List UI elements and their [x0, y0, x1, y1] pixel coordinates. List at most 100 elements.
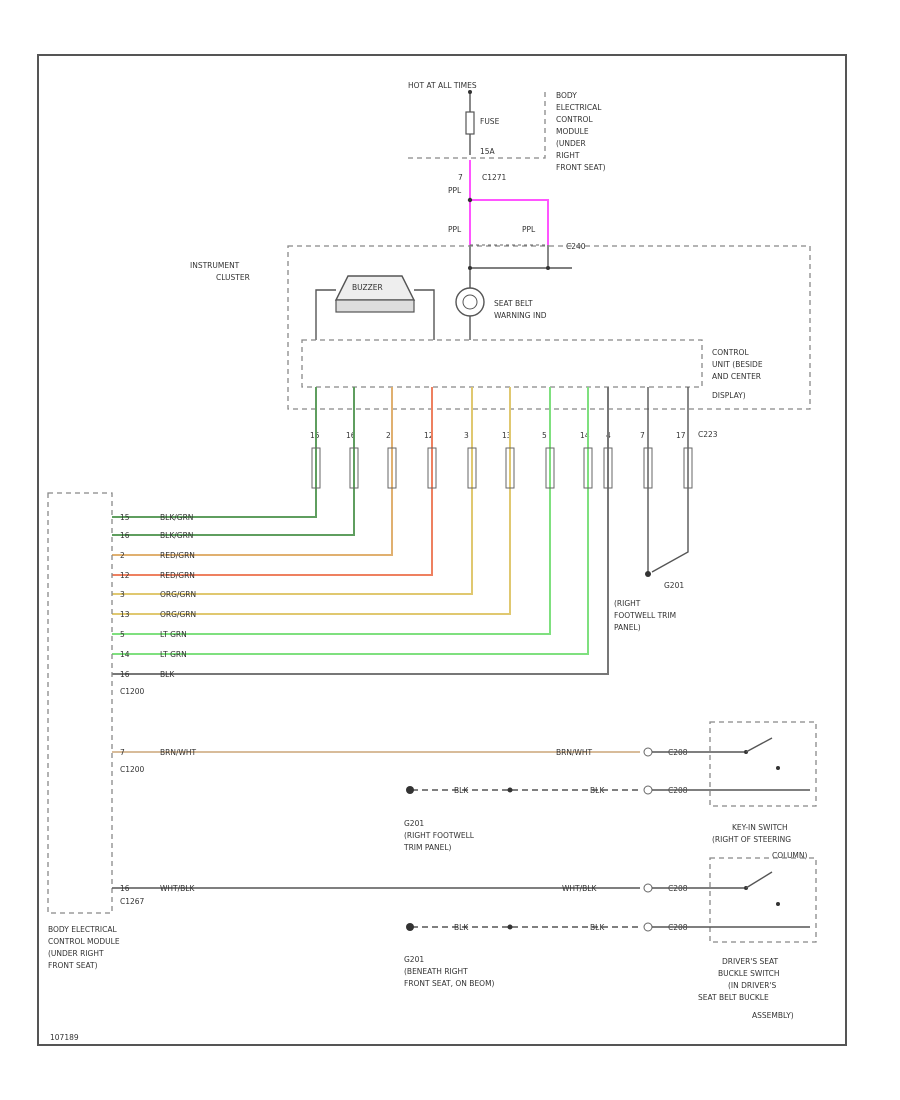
bcm-bottom-2: CONTROL MODULE: [48, 937, 120, 946]
key-pin: 7: [120, 748, 125, 757]
control-unit-box: [301, 339, 703, 388]
buckle-title-3: (IN DRIVER'S: [728, 981, 776, 990]
key-title-3: COLUMN): [772, 851, 808, 860]
c240-label: C240: [566, 242, 586, 251]
instrument-cluster: INSTRUMENT CLUSTER BUZZER SEAT BELT WARN…: [190, 245, 811, 439]
pin-5: 5: [542, 431, 547, 440]
c1271-label: C1271: [482, 173, 507, 182]
footer-code: 107189: [50, 1033, 79, 1042]
svg-text:RIGHT: RIGHT: [556, 151, 580, 160]
cluster-label-1: INSTRUMENT: [190, 261, 240, 270]
key-gnd: G201: [404, 819, 424, 828]
buckle-wire-label-far: WHT/BLK: [562, 884, 597, 893]
diagram-frame: [37, 54, 847, 1046]
wire-2: [112, 387, 355, 536]
bcm-pin-3: 2: [120, 551, 125, 560]
svg-text:CONTROL: CONTROL: [556, 115, 593, 124]
wire-6: [112, 387, 511, 615]
c1200-a: C1200: [120, 687, 145, 696]
fuse-symbol: [465, 111, 475, 135]
power-section: HOT AT ALL TIMES FUSE 15A BODY ELECTRICA…: [408, 81, 606, 290]
pin-2: 2: [386, 431, 391, 440]
svg-text:MODULE: MODULE: [556, 127, 589, 136]
buckle-gnd-loc-1: (BENEATH RIGHT: [404, 967, 468, 976]
buckle-blk-far: BLK: [590, 923, 605, 932]
pin-3: 3: [464, 431, 469, 440]
bcm-pin-9: 16: [120, 670, 130, 679]
fuse-label: FUSE: [480, 117, 500, 126]
pin-15: 15: [310, 431, 320, 440]
c223-label: C223: [698, 430, 718, 439]
buckle-title-5: ASSEMBLY): [752, 1011, 794, 1020]
pin-7: 7: [640, 431, 645, 440]
ppl-label-b: PPL: [448, 225, 462, 234]
key-wire-label: BRN/WHT: [160, 748, 197, 757]
bcm-pin-5: 3: [120, 590, 125, 599]
cluster-ground: G201 (RIGHT FOOTWELL TRIM PANEL): [614, 387, 693, 632]
buckle-switch-box: [709, 857, 817, 943]
bcm-bottom-1: BODY ELECTRICAL: [48, 925, 118, 934]
bcm-bottom-3: (UNDER RIGHT: [48, 949, 104, 958]
svg-text:FRONT SEAT): FRONT SEAT): [556, 163, 606, 172]
buckle-blk: BLK: [454, 923, 469, 932]
buckle-gnd-loc-2: FRONT SEAT, ON BEOM): [404, 979, 495, 988]
wire-5: [112, 387, 473, 595]
key-wire-label-far: BRN/WHT: [556, 748, 593, 757]
wire-label-4: RED/GRN: [160, 571, 195, 580]
svg-text:DISPLAY): DISPLAY): [712, 391, 746, 400]
buckle-wire-label: WHT/BLK: [160, 884, 195, 893]
bcm-pin-6: 13: [120, 610, 130, 619]
wire-label-8: LT GRN: [160, 650, 187, 659]
g201-label: G201: [664, 581, 684, 590]
wire-label-7: LT GRN: [160, 630, 187, 639]
bcm-top-label: BODY ELECTRICAL CONTROL MODULE (UNDER RI…: [556, 91, 606, 172]
key-blk: BLK: [454, 786, 469, 795]
wire-1: [112, 387, 317, 518]
buckle-switch-circuit: 16 WHT/BLK WHT/BLK C208 BLK BLK C208 G20…: [112, 857, 817, 1020]
key-gnd-loc-1: (RIGHT FOOTWELL: [404, 831, 475, 840]
svg-text:ELECTRICAL: ELECTRICAL: [556, 103, 602, 112]
key-in-switch-circuit: 7 BRN/WHT BRN/WHT C208 BLK BLK C208 G201…: [112, 721, 817, 860]
pin-14: 14: [580, 431, 590, 440]
wire-3: [112, 387, 393, 556]
wire-4: [112, 387, 433, 576]
ppl-label-c: PPL: [522, 225, 536, 234]
seat-belt-warning-indicator: SEAT BELT WARNING IND: [455, 287, 547, 340]
bcm-bottom-4: FRONT SEAT): [48, 961, 98, 970]
cluster-connector-pins: 15 16 2 12 3 13 5 14 4 7 17: [310, 431, 686, 440]
svg-text:UNIT (BESIDE: UNIT (BESIDE: [712, 360, 763, 369]
c1267: C1267: [120, 897, 145, 906]
wire-9: [112, 387, 609, 675]
key-title-1: KEY-IN SWITCH: [732, 823, 788, 832]
warning-label-2: WARNING IND: [494, 311, 547, 320]
bcm-pin-2: 16: [120, 531, 130, 540]
wire-label-1: BLK/GRN: [160, 513, 193, 522]
ppl-label-a: PPL: [448, 186, 462, 195]
bcm-box: C1200 C1200 C1267 BODY ELECTRICAL CONTRO…: [47, 492, 145, 970]
c1271-pin: 7: [458, 173, 463, 182]
fuse-amps: 15A: [480, 147, 496, 156]
wire-label-6: ORG/GRN: [160, 610, 196, 619]
buckle-title-2: BUCKLE SWITCH: [718, 969, 780, 978]
bcm-pin-7: 5: [120, 630, 125, 639]
pin-13: 13: [502, 431, 512, 440]
bcm-wires: BLK/GRN BLK/GRN RED/GRN RED/GRN ORG/GRN …: [112, 387, 613, 679]
buzzer-symbol: BUZZER: [315, 275, 435, 340]
buckle-title-1: DRIVER'S SEAT: [722, 957, 779, 966]
key-title-2: (RIGHT OF STEERING: [712, 835, 791, 844]
g201-loc-3: PANEL): [614, 623, 641, 632]
control-unit-label: CONTROL UNIT (BESIDE AND CENTER DISPLAY): [712, 348, 763, 400]
buckle-title-4: SEAT BELT BUCKLE: [698, 993, 769, 1002]
bcm-pin-1: 15: [120, 513, 130, 522]
bcm-pin-4: 12: [120, 571, 130, 580]
wire-8: [112, 387, 589, 655]
pin-12: 12: [424, 431, 434, 440]
key-switch-box: [709, 721, 817, 807]
bcm-pin-8: 14: [120, 650, 130, 659]
svg-text:BODY: BODY: [556, 91, 577, 100]
buckle-pin: 16: [120, 884, 130, 893]
pin-16: 16: [346, 431, 356, 440]
svg-text:(UNDER: (UNDER: [556, 139, 586, 148]
c1200-b: C1200: [120, 765, 145, 774]
